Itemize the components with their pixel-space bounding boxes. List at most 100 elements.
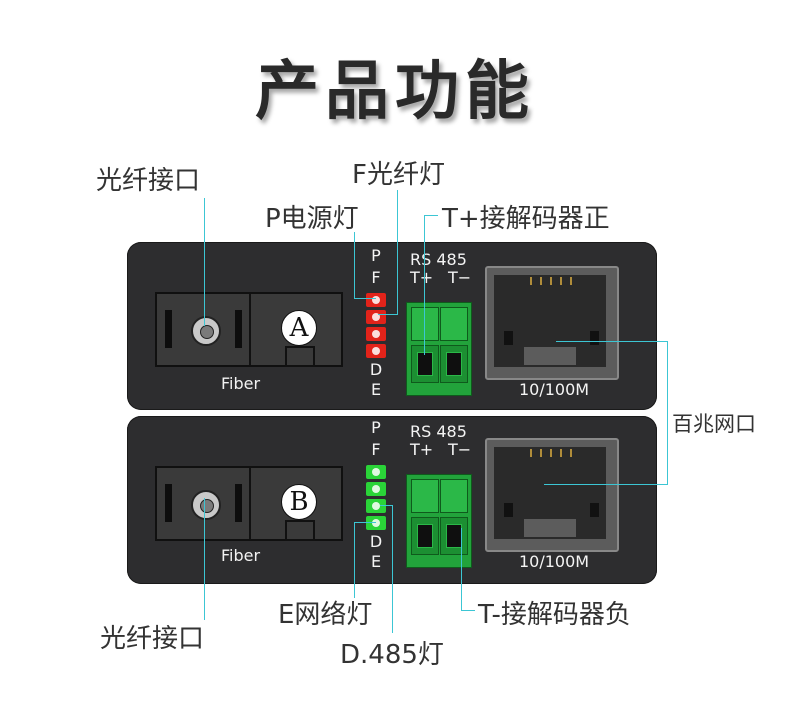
rj45-pin [530,449,532,457]
t-minus-label: T− [448,268,472,287]
terminal-wire-slot [440,307,468,341]
led-e [366,516,386,530]
rj45-led-window [590,331,599,345]
ferrule-core [200,499,214,513]
callout-t-plus: T+接解码器正 [442,204,610,234]
callout-line-fiber-led [378,314,398,315]
terminal-screw-housing [411,345,439,383]
rs485-label: RS 485 [410,250,467,269]
callout-network-led: E网络灯 [278,600,373,630]
led-p [366,293,386,307]
terminal-wire-slot [440,479,468,513]
fiber-ferrule-icon [191,490,221,520]
callout-line-fiber-bottom [204,498,205,620]
led-letter-p: P [371,246,381,265]
rj45-pin [550,277,552,285]
terminal-screw-housing [440,345,468,383]
led-letter-d: D [369,532,383,551]
rj45-pin [570,277,572,285]
rj45-latch-notch [524,347,576,365]
callout-line-power-led [354,232,355,298]
fiber-latch [285,520,315,541]
callout-line-power-led [354,298,376,299]
screw-icon [417,524,433,548]
led-letter-e: E [370,380,382,399]
led-d [366,327,386,341]
rj45-pin [550,449,552,457]
rj45-cavity [494,275,606,367]
unit-badge-b: B [281,484,317,520]
socket-slot [235,484,242,522]
rs485-terminal-block [406,302,472,396]
socket-slot [165,310,172,348]
fiber-label: Fiber [221,374,261,393]
led-letter-d: D [369,360,383,379]
callout-fiber-top: 光纤接口 [96,166,201,196]
callout-fiber-led: F光纤灯 [352,160,445,190]
led-letter-f: F [371,268,381,287]
ferrule-core [200,325,214,339]
led-f [366,310,386,324]
callout-t-minus: T-接解码器负 [478,600,631,630]
led-p [366,465,386,479]
callout-line-t-plus [424,215,425,355]
page-title: 产品功能 [255,55,535,129]
screw-icon [446,524,462,548]
rj45-latch-notch [524,519,576,537]
t-plus-label: T+ [410,268,434,287]
led-letter-p: P [371,418,381,437]
rj45-cavity [494,447,606,539]
fiber-latch [285,346,315,367]
rj45-pin [570,449,572,457]
led-e [366,344,386,358]
terminal-screw-housing [411,517,439,555]
callout-line-rj45 [667,341,668,485]
callout-line-fiber-top [204,198,205,326]
socket-slot [235,310,242,348]
fiber-port-a: A [155,292,343,367]
callout-fiber-bottom: 光纤接口 [100,624,205,654]
rj45-led-window [504,503,513,517]
fiber-ferrule-icon [191,316,221,346]
fiber-port-b: B [155,466,343,541]
terminal-wire-slot [411,307,439,341]
rj45-pin [560,449,562,457]
callout-line-t-plus [424,215,438,216]
unit-badge-a: A [281,310,317,346]
fiber-sc-cover: B [251,468,341,541]
callout-line-rj45 [556,341,668,342]
led-f [366,482,386,496]
rj45-port-a [485,266,619,380]
terminal-wire-slot [411,479,439,513]
rs485-terminal-block [406,474,472,568]
fiber-label: Fiber [221,546,261,565]
rs485-label: RS 485 [410,422,467,441]
callout-line-t-minus [461,610,475,611]
rj45-speed-label: 10/100M [519,380,590,399]
rj45-pin [560,277,562,285]
t-minus-label: T− [448,440,472,459]
callout-line-485-led [392,505,393,633]
rj45-pin [540,277,542,285]
rj45-pin [540,449,542,457]
callout-line-network-led [354,522,376,523]
fiber-sc-cover: A [251,294,341,367]
led-letter-f: F [371,440,381,459]
screw-icon [446,352,462,376]
converter-unit-a: A Fiber P F D E RS 485 T+ T− 10/100M [127,242,657,410]
callout-line-485-led [380,505,392,506]
rj45-speed-label: 10/100M [519,552,590,571]
rj45-pin [530,277,532,285]
terminal-screw-housing [440,517,468,555]
t-plus-label: T+ [410,440,434,459]
led-letter-e: E [370,552,382,571]
rj45-port-b [485,438,619,552]
rj45-led-window [590,503,599,517]
callout-line-rj45 [544,484,668,485]
callout-power-led: P电源灯 [265,204,359,234]
socket-slot [165,484,172,522]
rj45-led-window [504,331,513,345]
callout-line-t-minus [461,528,462,610]
callout-rj45: 百兆网口 [672,412,756,436]
callout-line-fiber-led [397,190,398,314]
